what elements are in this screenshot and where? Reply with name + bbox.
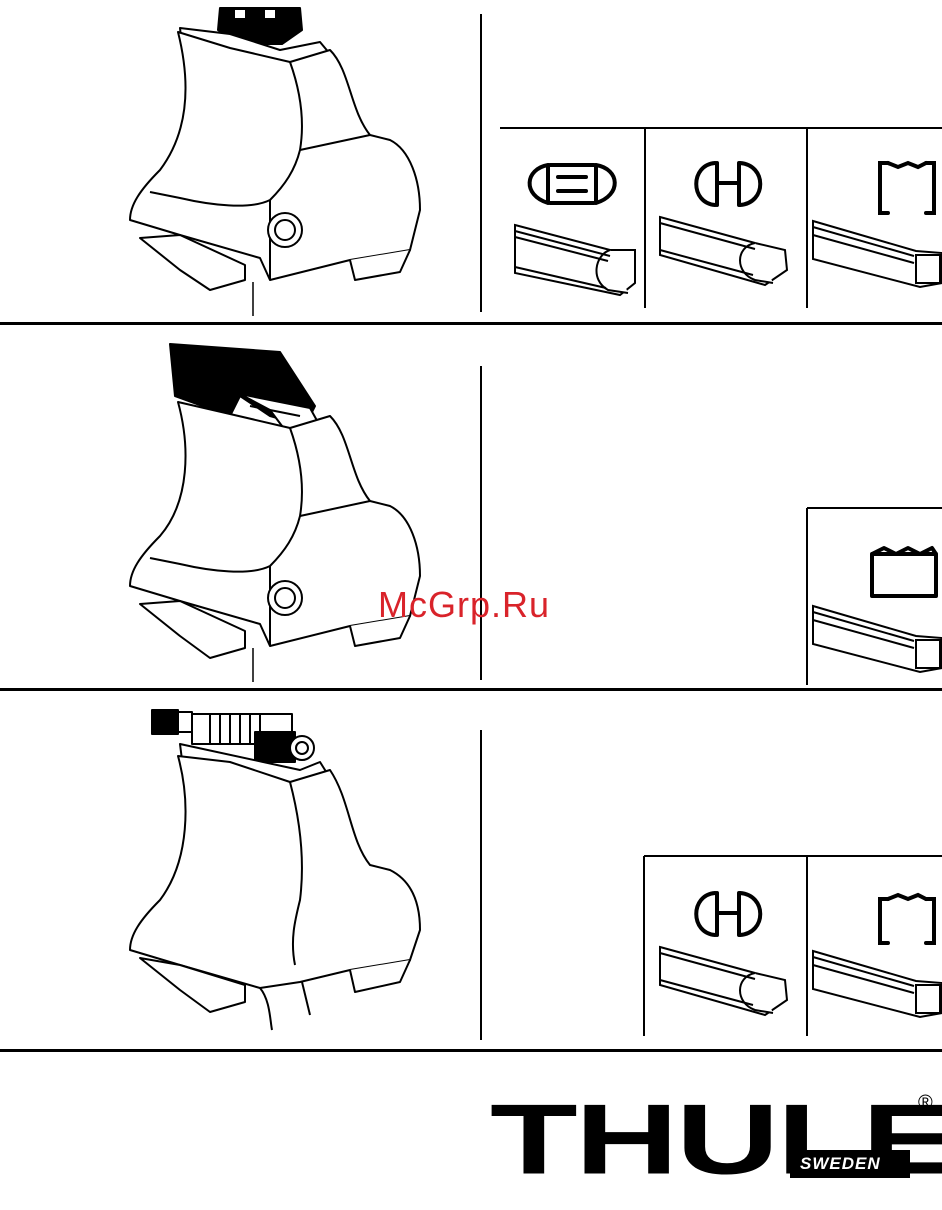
square-bar-icon-2 — [808, 885, 942, 1025]
column-divider-3 — [480, 730, 482, 1040]
section-divider-1 — [0, 322, 942, 325]
section-divider-3 — [0, 1049, 942, 1052]
brand-sub: SWEDEN — [800, 1154, 881, 1174]
foot-illustration-2 — [120, 336, 420, 676]
section-divider-2 — [0, 688, 942, 691]
square-bar-closed-icon — [808, 540, 942, 680]
aero-bar-icon — [655, 155, 795, 295]
aero-bar-slotted-icon — [510, 155, 640, 295]
column-divider-2 — [480, 366, 482, 680]
foot-illustration-1 — [120, 0, 420, 310]
brand-registered-mark: ® — [918, 1092, 933, 1115]
watermark-text: McGrp.Ru — [378, 584, 550, 626]
column-divider-1 — [480, 14, 482, 312]
foot-illustration-3 — [120, 700, 420, 1030]
aero-bar-icon-2 — [655, 885, 795, 1025]
square-bar-icon — [808, 155, 942, 295]
